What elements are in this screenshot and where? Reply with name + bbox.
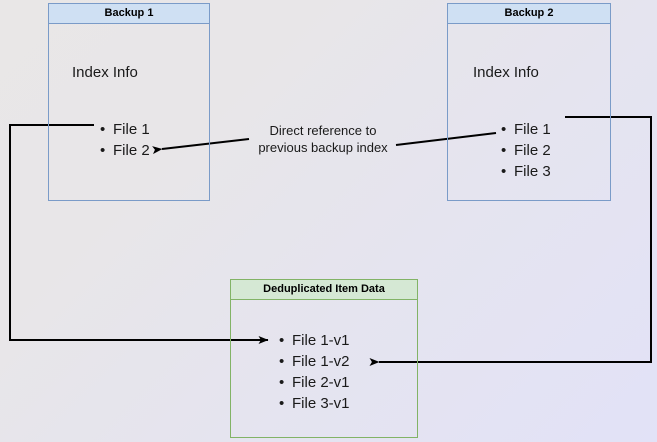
dedup-body: File 1-v1 File 1-v2 File 2-v1 File 3-v1 [231,300,417,437]
backup1-index-label: Index Info [72,64,138,81]
backup2-file-item: File 1 [501,119,551,140]
direct-reference-label: Direct reference to previous backup inde… [248,122,398,156]
backup1-box[interactable]: Backup 1 Index Info File 1 File 2 [48,3,210,201]
backup2-header: Backup 2 [448,4,610,24]
dedup-box[interactable]: Deduplicated Item Data File 1-v1 File 1-… [230,279,418,438]
dedup-file-item: File 1-v1 [279,330,349,351]
dedup-file-list: File 1-v1 File 1-v2 File 2-v1 File 3-v1 [277,330,349,414]
backup1-file-item: File 1 [100,119,150,140]
backup2-file-list: File 1 File 2 File 3 [499,119,551,182]
backup2-file-item: File 2 [501,140,551,161]
backup1-body: Index Info File 1 File 2 [49,24,209,200]
backup2-file-item: File 3 [501,161,551,182]
dedup-header: Deduplicated Item Data [231,280,417,300]
backup2-box[interactable]: Backup 2 Index Info File 1 File 2 File 3 [447,3,611,201]
backup2-body: Index Info File 1 File 2 File 3 [448,24,610,200]
direct-reference-label-line2: previous backup index [258,140,388,155]
direct-reference-label-line1: Direct reference to [269,123,377,138]
dedup-file-item: File 1-v2 [279,351,349,372]
dedup-file-item: File 2-v1 [279,372,349,393]
backup2-index-label: Index Info [473,64,539,81]
backup1-file-list: File 1 File 2 [98,119,150,161]
backup1-file-item: File 2 [100,140,150,161]
backup1-header: Backup 1 [49,4,209,24]
dedup-file-item: File 3-v1 [279,393,349,414]
